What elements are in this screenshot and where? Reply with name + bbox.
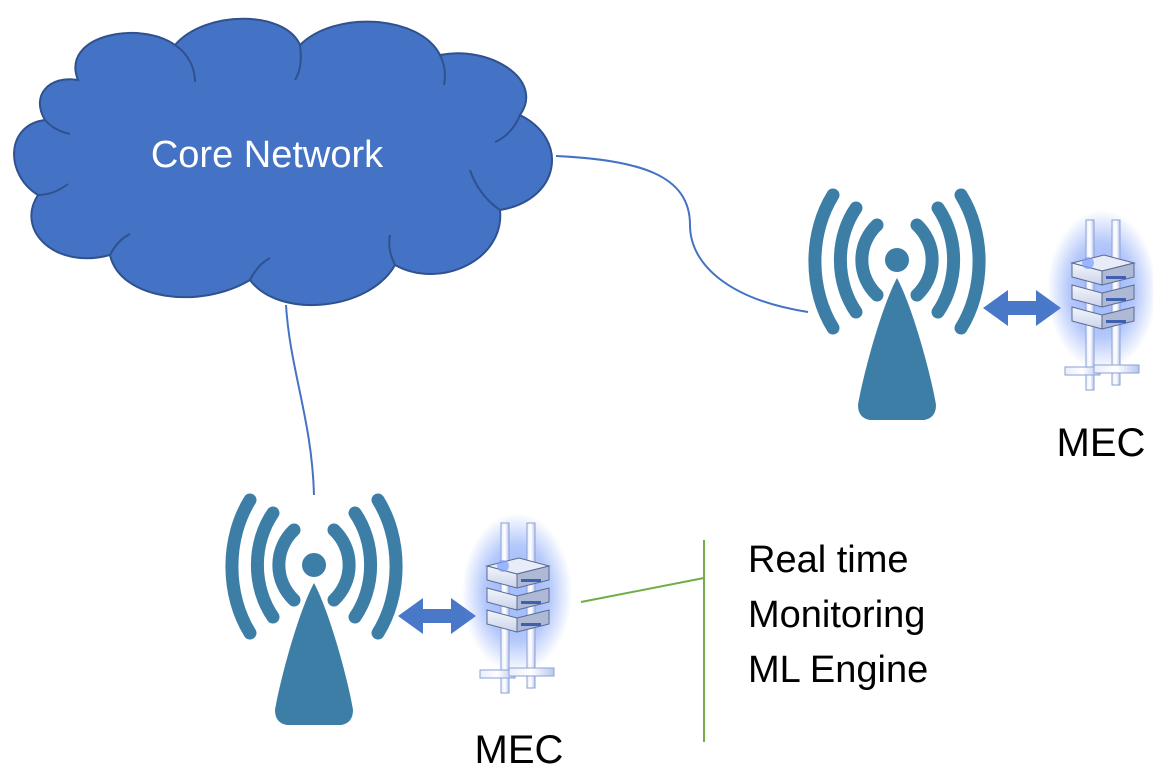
bidirectional-arrow-icon bbox=[398, 598, 476, 634]
mec-server-icon bbox=[1047, 210, 1153, 391]
services-bracket bbox=[580, 540, 705, 742]
link-core-to-site-left bbox=[285, 304, 315, 496]
mec-server-icon bbox=[462, 513, 572, 694]
site-left: MEC bbox=[225, 493, 572, 771]
services-list: Real time Monitoring ML Engine bbox=[748, 539, 928, 691]
cloud-shape bbox=[13, 17, 554, 307]
site-right: MEC bbox=[808, 188, 1153, 465]
core-network-label: Core Network bbox=[151, 134, 384, 176]
antenna-tower-icon bbox=[225, 493, 403, 725]
cloud-inner-curves bbox=[37, 44, 521, 281]
mec-label-left: MEC bbox=[475, 728, 564, 771]
antenna-tower-icon bbox=[808, 188, 986, 420]
service-item: Monitoring bbox=[748, 594, 925, 636]
bidirectional-arrow-icon bbox=[983, 290, 1061, 326]
link-core-to-site-right bbox=[555, 155, 809, 313]
service-item: Real time bbox=[748, 539, 909, 581]
mec-label-right: MEC bbox=[1057, 421, 1146, 465]
service-item: ML Engine bbox=[748, 649, 928, 691]
core-network-cloud: Core Network bbox=[13, 17, 554, 307]
